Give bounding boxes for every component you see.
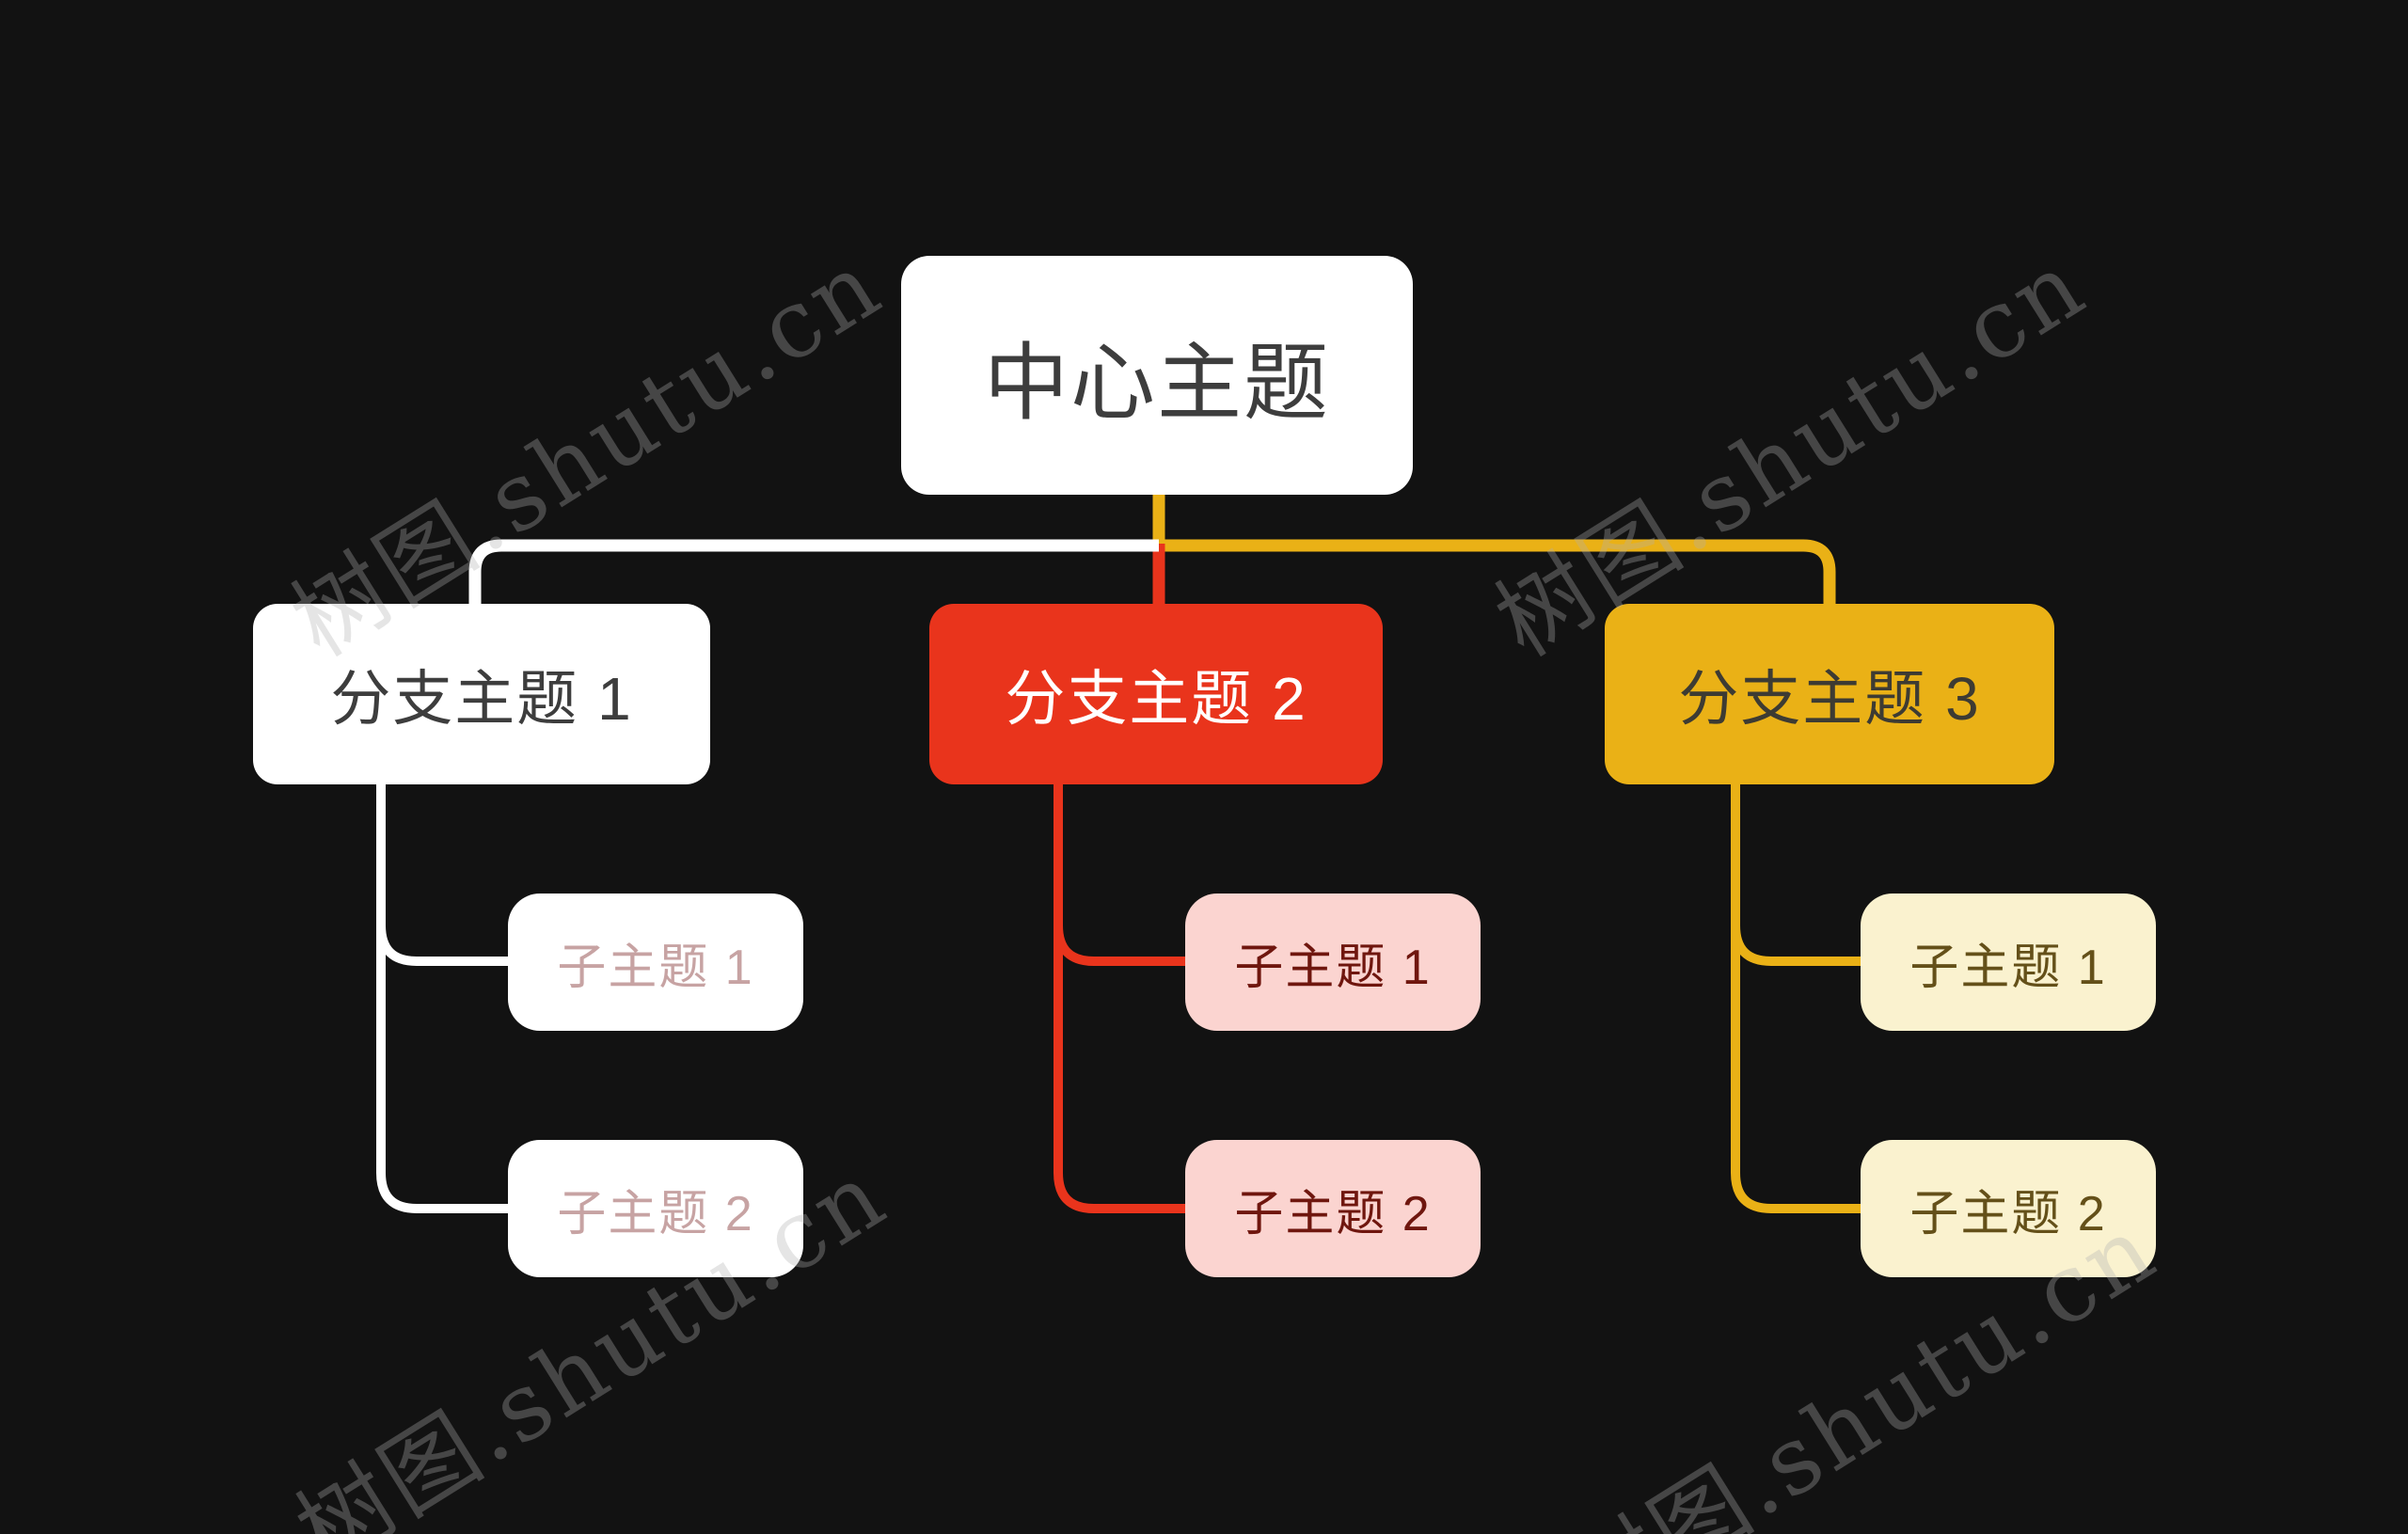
connector-root-to-branch-1: [468, 539, 1159, 606]
connector-branch-2-to-sub-2: [1054, 783, 1187, 1213]
root-topic-node[interactable]: 中心主题: [901, 256, 1413, 495]
connector-branch-3-to-sub-1: [1731, 783, 1862, 966]
subtopic-2-2-node[interactable]: 子主题 2: [1185, 1140, 1481, 1277]
branch-topic-2-node[interactable]: 分支主题 2: [929, 604, 1383, 784]
subtopic-1-1-node[interactable]: 子主题 1: [508, 894, 803, 1031]
connector-branch-1-to-sub-1: [376, 783, 510, 966]
subtopic-2-1-node[interactable]: 子主题 1: [1185, 894, 1481, 1031]
connector-branch-3-to-sub-2: [1731, 783, 1862, 1213]
connector-branch-2-to-sub-1: [1054, 783, 1187, 966]
connector-root-to-branch-3: [1152, 493, 1836, 606]
subtopic-1-2-node[interactable]: 子主题 2: [508, 1140, 803, 1277]
subtopic-3-2-node[interactable]: 子主题 2: [1861, 1140, 2156, 1277]
branch-topic-3-node[interactable]: 分支主题 3: [1605, 604, 2054, 784]
connector-branch-1-to-sub-2: [376, 783, 510, 1213]
subtopic-3-1-node[interactable]: 子主题 1: [1861, 894, 2156, 1031]
branch-topic-1-node[interactable]: 分支主题 1: [253, 604, 710, 784]
